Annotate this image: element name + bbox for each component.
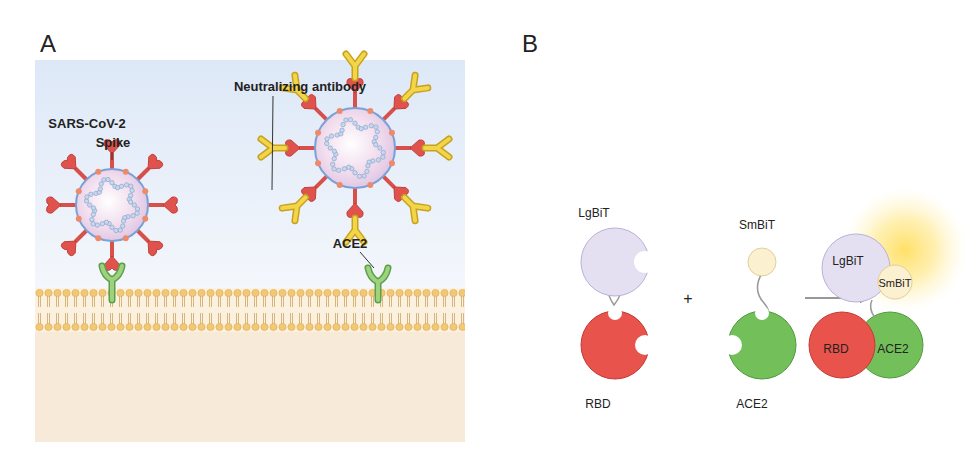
nanobit-middle <box>722 248 796 379</box>
protein-label: LgBiT <box>578 207 609 220</box>
leader-line <box>360 252 374 268</box>
ace2-receptor <box>102 266 388 300</box>
virus <box>47 140 178 271</box>
receptor-label: ACE2 <box>333 237 368 251</box>
plus-sign: + <box>683 290 692 308</box>
spike-protein <box>346 187 364 242</box>
protein-label: RBD <box>585 398 610 411</box>
nanobit-complex <box>809 188 967 378</box>
leader-line <box>272 96 273 190</box>
antibody <box>425 139 449 157</box>
antibody <box>282 191 312 221</box>
leader-line <box>112 152 113 160</box>
nanobit-left <box>581 228 656 379</box>
protein-label: ACE2 <box>877 343 908 356</box>
virus-label: SARS-CoV-2 <box>48 117 125 131</box>
spike-label: Spike <box>96 136 131 150</box>
spike-protein <box>147 197 177 213</box>
protein-label: SmBiT <box>879 277 912 289</box>
protein-label: ACE2 <box>736 398 767 411</box>
spike-protein <box>47 197 77 213</box>
protein-label: RBD <box>823 343 848 356</box>
spike-protein <box>104 240 120 270</box>
protein-label: LgBiT <box>832 255 863 268</box>
antibody <box>346 54 364 78</box>
panel-letter: B <box>522 31 538 57</box>
spike-protein <box>261 139 316 157</box>
protein-label: SmBiT <box>739 219 775 232</box>
antibody <box>398 191 428 221</box>
panel-letter: A <box>40 31 56 57</box>
antibody <box>398 75 428 105</box>
spike-protein <box>394 139 449 157</box>
antibody-label: Neutralizing antibody <box>234 80 366 94</box>
